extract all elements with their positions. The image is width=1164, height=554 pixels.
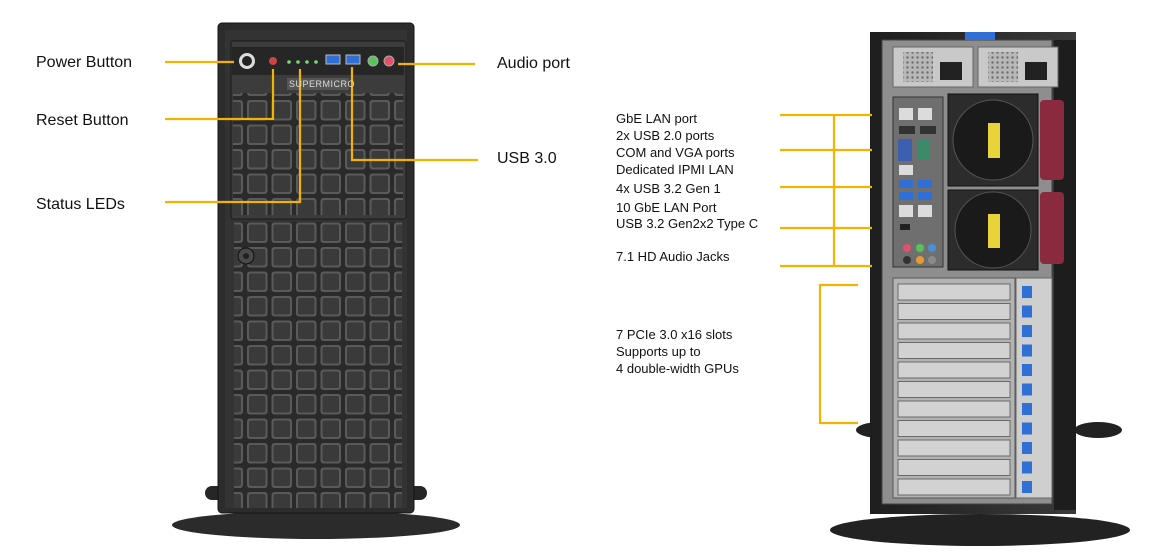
slot-clip-icon [1022, 383, 1032, 396]
rear-label-usb-type-c: USB 3.2 Gen2x2 Type C [616, 216, 759, 231]
rear-label-usb32-gen1: 4x USB 3.2 Gen 1 [616, 181, 721, 196]
pcie-slot-bracket [897, 361, 1011, 379]
audio-jack-icon [367, 55, 379, 67]
brand-logo: SUPERMICRO [289, 79, 356, 89]
pcie-label-line-2: Supports up to [616, 344, 701, 359]
rear-chassis [830, 32, 1130, 546]
reset-button-icon [269, 57, 277, 65]
usb3-label: USB 3.0 [497, 150, 557, 167]
pcie-slot-bracket [897, 381, 1011, 398]
pcie-slot-bracket [897, 420, 1011, 437]
rear-label-10gbe-lan: 10 GbE LAN Port [616, 200, 717, 215]
pcie-label-line-1: 7 PCIe 3.0 x16 slots [616, 327, 733, 342]
usb-port-icon [325, 54, 341, 65]
pcie-slot-bracket [897, 459, 1011, 476]
pcie-slot-bracket [897, 283, 1011, 301]
pcie-slot-bracket [897, 400, 1011, 418]
vga-port-icon [898, 139, 912, 161]
rear-callout-lines [780, 113, 872, 425]
pcie-slot-bracket [897, 439, 1011, 457]
audio-port-label: Audio port [497, 55, 570, 72]
pcie-slot-bracket [897, 322, 1011, 340]
front-callout-lines [165, 60, 478, 204]
slot-clip-icon [1022, 344, 1032, 357]
slot-clip-icon [1022, 305, 1032, 318]
slot-clip-icon [1022, 286, 1032, 298]
status-led-icon [287, 60, 291, 64]
rear-label-ipmi-lan: Dedicated IPMI LAN [616, 162, 734, 177]
power-button-label: Power Button [36, 54, 133, 71]
rear-label-hd-audio: 7.1 HD Audio Jacks [616, 249, 730, 264]
pcie-slot-bracket [897, 303, 1011, 320]
release-tab-icon [965, 32, 995, 40]
front-chassis [172, 22, 460, 539]
pcie-slot-bracket [897, 478, 1011, 496]
pcie-slot-bracket [897, 342, 1011, 359]
slot-clip-icon [1022, 422, 1032, 435]
rear-label-usb2: 2x USB 2.0 ports [616, 128, 715, 143]
pcie-slot-brackets [897, 283, 1032, 496]
slot-clip-icon [1022, 403, 1032, 415]
slot-clip-icon [1022, 325, 1032, 337]
rear-label-com-vga: COM and VGA ports [616, 145, 735, 160]
slot-clip-icon [1022, 442, 1032, 454]
slot-clip-icon [1022, 481, 1032, 493]
lan-port-icon [899, 108, 913, 120]
status-leds-label: Status LEDs [36, 196, 125, 213]
rear-label-gbe-lan: GbE LAN port [616, 111, 697, 126]
slot-clip-icon [1022, 461, 1032, 474]
slot-clip-icon [1022, 364, 1032, 376]
pcie-label-line-3: 4 double-width GPUs [616, 361, 739, 376]
reset-button-label: Reset Button [36, 112, 129, 129]
front-panel-controls [239, 53, 395, 90]
